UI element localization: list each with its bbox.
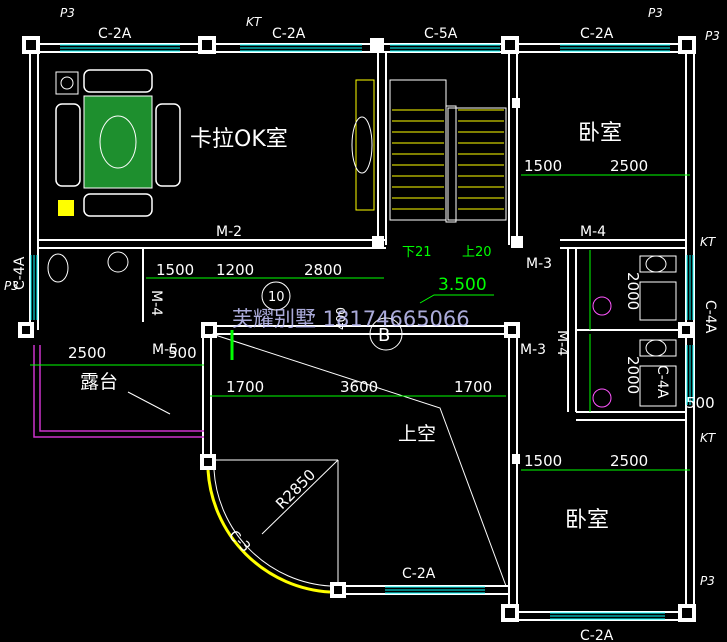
marker-p3-left: P3 [4, 279, 19, 293]
window-label-right-lower: C-4A [654, 365, 670, 399]
window-label-top-right: C-2A [580, 26, 614, 42]
dim-400: 400 [334, 307, 348, 330]
marker-kt-right-upper: KT [700, 235, 717, 249]
grid-bubble-10 [261, 281, 291, 311]
room-label-void: 上空 [398, 423, 436, 445]
terrace-outline [33, 345, 204, 438]
window-label-bottom-right: C-2A [580, 628, 614, 642]
watermark: 芙耀别墅 18174665066 [232, 307, 470, 331]
dim-r2850: R2850 [272, 466, 319, 513]
marker-p3-top-right: P3 [648, 6, 663, 20]
dim-1500-a: 1500 [156, 261, 194, 279]
dim-1500-c: 1500 [524, 452, 562, 470]
dim-500-b: 500 [686, 394, 715, 412]
marker-p3-top-left: P3 [60, 6, 75, 20]
window-label-right-upper: C-4A [702, 300, 718, 334]
stair-steps [392, 109, 504, 210]
dim-2800: 2800 [304, 261, 342, 279]
door-label-m3-a: M-3 [526, 256, 552, 272]
stairs-down-label: 下21 [402, 245, 432, 260]
window-label-left-side: C-4A [12, 256, 28, 290]
window-label-top-left-2: C-2A [272, 26, 306, 42]
window-label-top-middle: C-5A [424, 26, 458, 42]
radius-line [261, 459, 339, 535]
dim-500-a: 500 [168, 344, 197, 362]
door-label-m4-c: M-4 [554, 330, 570, 356]
window-label-bottom-arc: C-2A [402, 566, 436, 582]
marker-p3-right: P3 [705, 29, 720, 43]
void-outline [211, 333, 507, 587]
door-label-m2: M-2 [216, 224, 242, 240]
arc-window-curve [206, 469, 331, 594]
door-label-m4-a: M-4 [580, 224, 606, 240]
staircase [389, 79, 507, 223]
karaoke-furniture [55, 69, 375, 217]
grid-bubble-10-label: 10 [268, 290, 285, 305]
room-label-terrace: 露台 [80, 371, 118, 393]
dim-2000-a: 2000 [624, 272, 642, 310]
room-label-bedroom-lower: 卧室 [565, 508, 609, 533]
dim-2500-b: 2500 [610, 452, 648, 470]
grid-bubble-b [369, 317, 403, 351]
room-label-bedroom-upper: 卧室 [578, 121, 622, 146]
windows [30, 44, 694, 620]
elevation-marker [230, 294, 494, 360]
stairs-up-label: 上20 [462, 245, 492, 260]
room-label-karaoke: 卡拉OK室 [190, 127, 288, 152]
dim-2500-terrace: 2500 [68, 344, 106, 362]
door-label-m4-b: M-4 [148, 290, 164, 316]
dim-1200: 1200 [216, 261, 254, 279]
door-label-m3-b: M-3 [520, 342, 546, 358]
elevation-label: 3.500 [438, 275, 487, 295]
dim-1700-a: 1700 [226, 378, 264, 396]
terrace-arrow [127, 391, 171, 415]
marker-kt-right-lower: KT [700, 431, 717, 445]
door-label-m5: M-5 [152, 342, 178, 358]
dim-3600: 3600 [340, 378, 378, 396]
marker-kt-top: KT [246, 15, 263, 29]
dim-2500-a: 2500 [610, 157, 648, 175]
dim-1500-b: 1500 [524, 157, 562, 175]
marker-p3-bottom-right: P3 [700, 574, 715, 588]
window-label-top-left-1: C-2A [98, 26, 132, 42]
grid-bubble-b-label: B [378, 325, 390, 346]
dimension-lines [30, 174, 690, 471]
dim-1700-b: 1700 [454, 378, 492, 396]
bathroom-fixtures [47, 251, 677, 408]
dim-2000-b: 2000 [624, 356, 642, 394]
